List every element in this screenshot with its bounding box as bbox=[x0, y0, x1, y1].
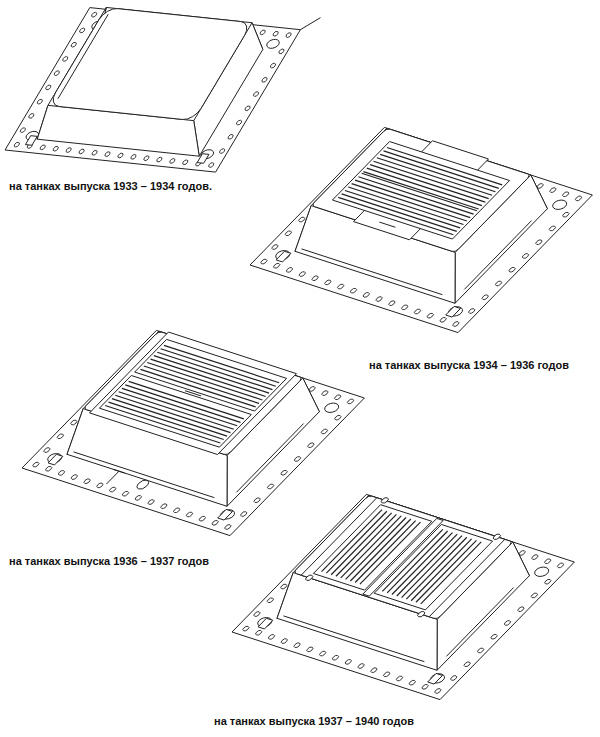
year-caption: на танках выпуска 1934 – 1936 годов bbox=[368, 359, 570, 372]
hatch-1933 bbox=[5, 0, 321, 173]
year-caption: на танках выпуска 1936 – 1937 годов bbox=[8, 555, 210, 568]
year-caption: на танках выпуска 1933 – 1934 годов. bbox=[8, 180, 213, 193]
hatch-1937 bbox=[232, 492, 577, 700]
hatch-1936 bbox=[22, 329, 366, 536]
year-caption: на танках выпуска 1937 – 1940 годов bbox=[213, 715, 415, 728]
hatch-1934 bbox=[250, 126, 594, 333]
